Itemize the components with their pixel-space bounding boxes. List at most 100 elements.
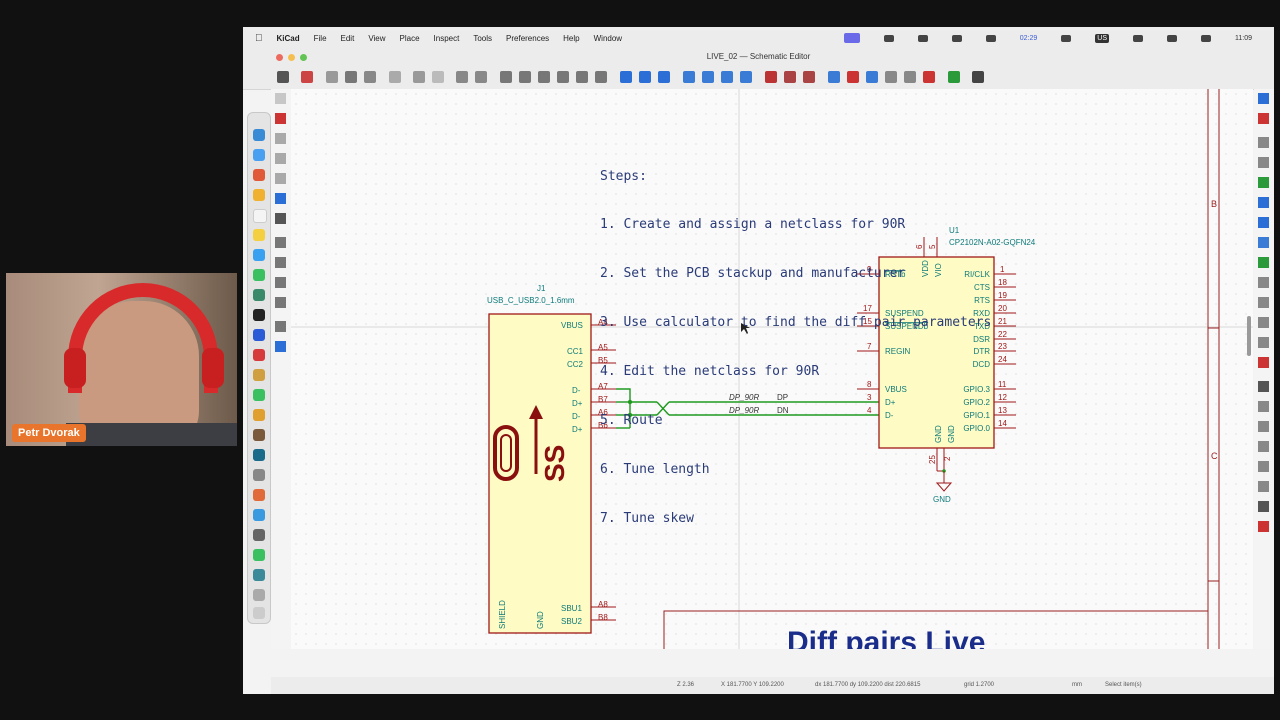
hier-label-icon[interactable] bbox=[1258, 337, 1269, 348]
symbol-browser-icon[interactable] bbox=[784, 71, 796, 83]
redo-icon[interactable] bbox=[432, 71, 444, 83]
annotate-icon[interactable] bbox=[828, 71, 840, 83]
pages-icon[interactable] bbox=[253, 409, 265, 421]
mirror-h-icon[interactable] bbox=[740, 71, 752, 83]
units-mm-icon[interactable] bbox=[275, 173, 286, 184]
u1-body[interactable] bbox=[878, 256, 995, 449]
properties-icon[interactable] bbox=[275, 321, 286, 332]
assign-footprints-icon[interactable] bbox=[885, 71, 897, 83]
trash-icon[interactable] bbox=[253, 607, 265, 619]
menu-tools[interactable]: Tools bbox=[465, 33, 492, 43]
app-icon[interactable] bbox=[253, 289, 265, 301]
textbox-icon[interactable] bbox=[1258, 401, 1269, 412]
appstore-icon[interactable] bbox=[253, 509, 265, 521]
dictionary-icon[interactable] bbox=[253, 429, 265, 441]
clock-icon[interactable] bbox=[1133, 34, 1143, 42]
notes-icon[interactable] bbox=[253, 229, 265, 241]
pin-icon[interactable] bbox=[275, 237, 286, 248]
menubar-clock[interactable]: 11:09 bbox=[1235, 34, 1252, 42]
pin-icon[interactable] bbox=[275, 257, 286, 268]
vertical-scrollbar[interactable] bbox=[1247, 316, 1251, 356]
tools-icon[interactable] bbox=[275, 341, 286, 352]
junction-icon[interactable] bbox=[1258, 257, 1269, 268]
add-symbol-icon[interactable] bbox=[1258, 137, 1269, 148]
print-icon[interactable] bbox=[345, 71, 357, 83]
circle-icon[interactable] bbox=[1258, 441, 1269, 452]
gear-icon[interactable] bbox=[883, 34, 894, 42]
navigate-forward-icon[interactable] bbox=[658, 71, 670, 83]
app-icon[interactable] bbox=[253, 449, 265, 461]
sheet-icon[interactable] bbox=[1258, 357, 1269, 368]
battery-icon[interactable] bbox=[1167, 34, 1177, 42]
menu-inspect[interactable]: Inspect bbox=[426, 33, 460, 43]
hierarchy-icon[interactable] bbox=[275, 213, 286, 224]
app-icon[interactable] bbox=[253, 489, 265, 501]
net-class-icon[interactable] bbox=[1258, 297, 1269, 308]
scripting-console-icon[interactable] bbox=[972, 71, 984, 83]
app-icon[interactable] bbox=[253, 569, 265, 581]
safari-icon[interactable] bbox=[253, 149, 265, 161]
menu-view[interactable]: View bbox=[360, 33, 385, 43]
find-replace-icon[interactable] bbox=[475, 71, 487, 83]
close-window-button[interactable] bbox=[276, 54, 283, 61]
schematic-setup-icon[interactable] bbox=[301, 71, 313, 83]
grid-icon[interactable] bbox=[275, 93, 286, 104]
find-icon[interactable] bbox=[456, 71, 468, 83]
messages-icon[interactable] bbox=[253, 269, 265, 281]
pcb-editor-icon[interactable] bbox=[948, 71, 960, 83]
menu-preferences[interactable]: Preferences bbox=[498, 33, 549, 43]
text-icon[interactable] bbox=[1258, 381, 1269, 392]
control-center-icon[interactable] bbox=[1201, 34, 1211, 42]
menu-help[interactable]: Help bbox=[555, 33, 579, 43]
erc-icon[interactable] bbox=[847, 71, 859, 83]
page-settings-icon[interactable] bbox=[326, 71, 338, 83]
add-bus-icon[interactable] bbox=[1258, 197, 1269, 208]
rotate-cw-icon[interactable] bbox=[702, 71, 714, 83]
numbers-icon[interactable] bbox=[253, 389, 265, 401]
mirror-v-icon[interactable] bbox=[721, 71, 733, 83]
downloads-icon[interactable] bbox=[253, 589, 265, 601]
rectangle-icon[interactable] bbox=[1258, 421, 1269, 432]
zoom-in-icon[interactable] bbox=[519, 71, 531, 83]
facetime-icon[interactable] bbox=[253, 549, 265, 561]
zoom-selection-icon[interactable] bbox=[595, 71, 607, 83]
save-icon[interactable] bbox=[277, 71, 289, 83]
pin-icon[interactable] bbox=[275, 277, 286, 288]
plot-icon[interactable] bbox=[364, 71, 376, 83]
menu-window[interactable]: Window bbox=[586, 33, 622, 43]
chrome-icon[interactable] bbox=[253, 189, 265, 201]
units-mil-icon[interactable] bbox=[275, 153, 286, 164]
menu-place[interactable]: Place bbox=[392, 33, 420, 43]
symbol-editor-icon[interactable] bbox=[765, 71, 777, 83]
calendar-icon[interactable] bbox=[253, 209, 267, 223]
app-icon[interactable] bbox=[253, 529, 265, 541]
highlight-net-icon[interactable] bbox=[1258, 113, 1269, 124]
netlist-icon[interactable] bbox=[923, 71, 935, 83]
add-bus-entry-icon[interactable] bbox=[1258, 217, 1269, 228]
no-connect-icon[interactable] bbox=[1258, 237, 1269, 248]
minimize-window-button[interactable] bbox=[288, 54, 295, 61]
headphones-icon[interactable] bbox=[1061, 34, 1072, 42]
zoom-window-button[interactable] bbox=[300, 54, 307, 61]
system-settings-icon[interactable] bbox=[253, 469, 265, 481]
units-inch-icon[interactable] bbox=[275, 133, 286, 144]
zoom-objects-icon[interactable] bbox=[576, 71, 588, 83]
image-icon[interactable] bbox=[1258, 501, 1269, 512]
arc-icon[interactable] bbox=[1258, 461, 1269, 472]
line-icon[interactable] bbox=[1258, 481, 1269, 492]
schematic-canvas[interactable]: B C Diff pairs Live J1 USB_C_USB2.0_1.6m… bbox=[291, 89, 1253, 649]
app-icon[interactable] bbox=[951, 34, 962, 42]
zoom-out-icon[interactable] bbox=[538, 71, 550, 83]
input-source[interactable]: US bbox=[1095, 33, 1109, 43]
brave-icon[interactable] bbox=[253, 169, 265, 181]
label-icon[interactable] bbox=[1258, 277, 1269, 288]
menu-file[interactable]: File bbox=[306, 33, 327, 43]
menu-app[interactable]: KiCad bbox=[269, 33, 300, 43]
j1-body[interactable] bbox=[488, 313, 592, 634]
add-power-icon[interactable] bbox=[1258, 157, 1269, 168]
footprint-editor-icon[interactable] bbox=[803, 71, 815, 83]
app-icon[interactable] bbox=[917, 34, 928, 42]
rotate-ccw-icon[interactable] bbox=[683, 71, 695, 83]
pin-icon[interactable] bbox=[275, 297, 286, 308]
select-icon[interactable] bbox=[1258, 93, 1269, 104]
